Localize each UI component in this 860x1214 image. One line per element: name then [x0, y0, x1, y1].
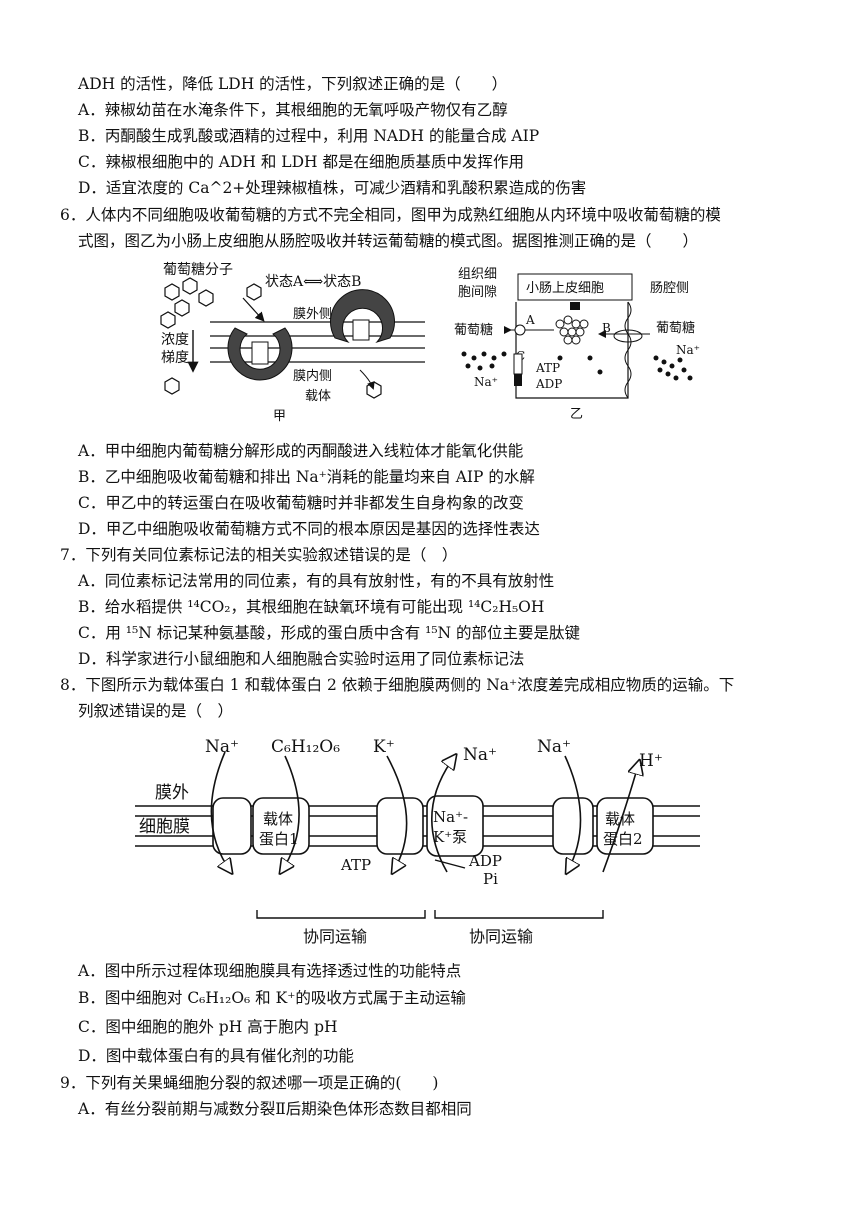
conc-label-1: 浓度 — [161, 332, 189, 348]
q8-option-a: A．图中所示过程体现细胞膜具有选择透过性的功能特点 — [78, 962, 462, 980]
lumen-label: 肠腔侧 — [650, 281, 689, 296]
q5-option-b: B．丙酮酸生成乳酸或酒精的过程中，利用 NADH 的能量合成 AIP — [78, 127, 540, 145]
h-label: H⁺ — [639, 751, 663, 771]
pi-label: Pi — [483, 870, 498, 888]
q6-stem-line2: 式图，图乙为小肠上皮细胞从肠腔吸收并转运葡萄糖的模式图。据图推测正确的是（ ） — [78, 232, 699, 250]
q5-option-d: D．适宜浓度的 Ca^2+处理辣椒植株，可减少酒精和乳酸积累造成的伤害 — [78, 179, 587, 197]
carrier-state-b — [330, 289, 395, 344]
q6-option-c: C．甲乙中的转运蛋白在吸收葡萄糖时并非都发生自身构象的改变 — [78, 494, 524, 512]
q7-option-a: A．同位素标记法常用的同位素，有的具有放射性，有的不具有放射性 — [78, 572, 555, 590]
atp-label: ATP — [535, 361, 560, 375]
q9-stem: 9．下列有关果蝇细胞分裂的叙述哪一项是正确的( ) — [60, 1074, 439, 1092]
pump-label-2: K⁺泵 — [433, 828, 467, 846]
conc-label-2: 梯度 — [161, 350, 189, 366]
q8-stem-line1: 8．下图所示为载体蛋白 1 和载体蛋白 2 依赖于细胞膜两侧的 Na⁺浓度差完成… — [60, 676, 735, 694]
q9-option-a: A．有丝分裂前期与减数分裂Ⅱ后期染色体形态数目都相同 — [78, 1100, 472, 1118]
carrier-label: 载体 — [305, 389, 331, 404]
q5-option-a: A．辣椒幼苗在水淹条件下，其根细胞的无氧呼吸产物仅有乙醇 — [78, 101, 508, 119]
carrier-state-a — [227, 327, 293, 381]
label-a: A — [525, 313, 535, 327]
adp-label: ADP — [468, 852, 502, 870]
q6-option-d: D．甲乙中细胞吸收葡萄糖方式不同的根本原因是基因的选择性表达 — [78, 520, 540, 538]
glucose-right-label: 葡萄糖 — [656, 320, 695, 336]
na-right-label: Na⁺ — [676, 343, 700, 357]
q6-stem-line1: 6．人体内不同细胞吸收葡萄糖的方式不完全相同，图甲为成熟红细胞从内环境中吸收葡萄… — [60, 206, 721, 224]
q6-option-a: A．甲中细胞内葡萄糖分解形成的丙酮酸进入线粒体才能氧化供能 — [78, 442, 524, 460]
glucose-label: C₆H₁₂O₆ — [271, 737, 340, 757]
q7-option-c: C．用 ¹⁵N 标记某种氨基酸，形成的蛋白质中含有 ¹⁵N 的部位主要是肽键 — [78, 624, 581, 642]
k-label: K⁺ — [373, 737, 395, 757]
figure-q8-transport: 膜外 细胞膜 载体 蛋白1 Na⁺ C₆H₁₂O₆ Na⁺- K⁺泵 K⁺ Na… — [135, 737, 700, 946]
na-dots-left — [461, 351, 603, 375]
membrane-label: 细胞膜 — [139, 817, 190, 837]
na-k-pump — [426, 795, 484, 857]
state-switch-label: 状态A⟺状态B — [265, 274, 361, 290]
na1-label: Na⁺ — [205, 737, 239, 757]
q8-option-c: C．图中细胞的胞外 pH 高于胞内 pH — [78, 1018, 338, 1036]
cotransport-label-1: 协同运输 — [303, 927, 367, 946]
label-b: B — [602, 321, 611, 335]
figure-yi: 组织细 胞间隙 小肠上皮细胞 肠腔侧 葡萄糖 A B 葡萄糖 Na⁺ C ATP… — [454, 267, 700, 422]
epithelial-label: 小肠上皮细胞 — [526, 281, 604, 296]
na-dots-right — [653, 355, 693, 381]
na-left-label: Na⁺ — [474, 375, 498, 389]
carrier2-label-1: 载体 — [605, 810, 635, 828]
glucose-cluster — [555, 315, 589, 345]
carrier-protein-2 — [596, 797, 654, 855]
q6-option-b: B．乙中细胞吸收葡萄糖和排出 Na⁺消耗的能量均来自 AIP 的水解 — [78, 468, 535, 486]
outside-label: 膜外 — [155, 783, 189, 803]
q8-stem-line2: 列叙述错误的是（ ） — [78, 702, 234, 720]
na3-label: Na⁺ — [537, 737, 571, 757]
carrier1-label-2: 蛋白1 — [259, 830, 299, 848]
figure-jia: 葡萄糖分子 浓度 梯度 状态A⟺状态B 膜外侧 膜内侧 载体 甲 — [160, 262, 425, 424]
glucose-hexagons — [160, 277, 382, 399]
q7-option-d: D．科学家进行小鼠细胞和人细胞融合实验时运用了同位素标记法 — [78, 650, 525, 668]
atp-label: ATP — [340, 856, 371, 874]
pump-label-1: Na⁺- — [433, 808, 468, 826]
inner-side-label: 膜内侧 — [293, 368, 332, 384]
fig-jia-caption: 甲 — [273, 409, 286, 424]
carrier2-label-2: 蛋白2 — [603, 830, 643, 848]
glucose-molecule-label: 葡萄糖分子 — [163, 262, 233, 278]
na2-label: Na⁺ — [463, 745, 497, 765]
q5-stem-tail: ADH 的活性，降低 LDH 的活性，下列叙述正确的是（ ） — [78, 75, 508, 93]
outer-side-label: 膜外侧 — [293, 307, 332, 322]
q7-option-b: B．给水稻提供 ¹⁴CO₂，其根细胞在缺氧环境有可能出现 ¹⁴C₂H₅OH — [78, 598, 545, 616]
q5-option-c: C．辣椒根细胞中的 ADH 和 LDH 都是在细胞质基质中发挥作用 — [78, 153, 524, 171]
glucose-left-label: 葡萄糖 — [454, 322, 493, 338]
q8-option-d: D．图中载体蛋白有的具有催化剂的功能 — [78, 1047, 354, 1065]
fig-yi-caption: 乙 — [570, 407, 583, 422]
tissue-gap-label-1: 组织细 — [458, 267, 497, 282]
epithelial-box — [517, 273, 633, 301]
q8-option-b: B．图中细胞对 C₆H₁₂O₆ 和 K⁺的吸收方式属于主动运输 — [78, 989, 466, 1007]
cotransport-label-2: 协同运输 — [469, 927, 533, 946]
carrier1-label-1: 载体 — [263, 810, 293, 828]
q7-stem: 7．下列有关同位素标记法的相关实验叙述错误的是（ ） — [60, 546, 458, 564]
tissue-gap-label-2: 胞间隙 — [458, 285, 497, 300]
adp-label: ADP — [535, 377, 562, 391]
